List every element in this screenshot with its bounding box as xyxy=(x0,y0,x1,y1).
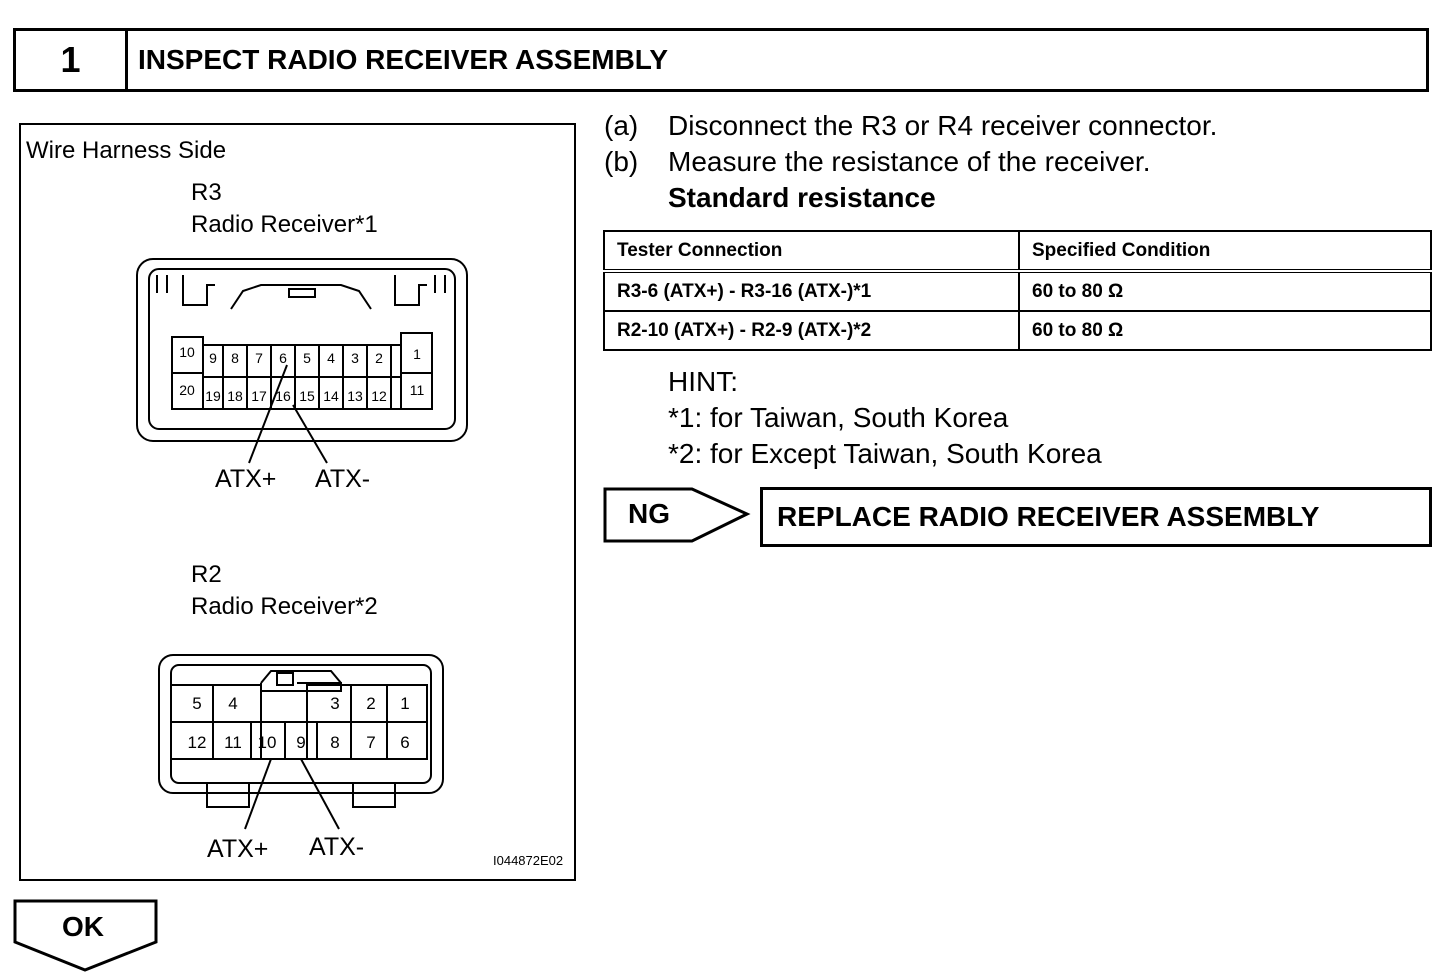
r2-pin-11: 11 xyxy=(224,733,242,752)
r3-pin-20: 20 xyxy=(179,382,195,398)
r2-pin-10: 10 xyxy=(258,733,277,752)
view-label: Wire Harness Side xyxy=(26,137,227,164)
table-header-cell: Specified Condition xyxy=(1018,230,1432,273)
table-header-row: Tester Connection Specified Condition xyxy=(603,230,1432,273)
standard-resistance-label: Standard resistance xyxy=(668,182,936,213)
r3-pin-5: 5 xyxy=(303,350,311,366)
r2-atx-minus-label: ATX- xyxy=(309,833,364,861)
r3-pin-13: 13 xyxy=(347,388,363,404)
step-number: 1 xyxy=(16,31,128,89)
ng-action-text: REPLACE RADIO RECEIVER ASSEMBLY xyxy=(777,501,1320,532)
r3-connector-outline xyxy=(136,258,468,464)
r3-pin-11: 11 xyxy=(410,382,425,398)
ng-label: NG xyxy=(628,498,670,529)
hint-note-2: *2: for Except Taiwan, South Korea xyxy=(668,438,1102,469)
r3-connector-label: R3 xyxy=(191,179,222,206)
r2-connector-label: R2 xyxy=(191,561,222,588)
r2-pin-2: 2 xyxy=(366,694,375,713)
r3-pin-8: 8 xyxy=(231,350,239,366)
ng-action-box: REPLACE RADIO RECEIVER ASSEMBLY xyxy=(760,487,1432,547)
connector-drawing: 10 9 8 7 6 5 4 3 2 1 20 19 18 17 16 15 1… xyxy=(136,258,563,868)
hint-note-1: *1: for Taiwan, South Korea xyxy=(668,402,1009,433)
ng-arrow xyxy=(603,487,751,543)
r3-pin-6: 6 xyxy=(279,350,287,366)
r2-pin-1: 1 xyxy=(400,694,409,713)
table-header-cell: Tester Connection xyxy=(603,230,1020,273)
hint-label: HINT: xyxy=(668,366,738,397)
r3-pin-3: 3 xyxy=(351,350,359,366)
instruction-a-text: Disconnect the R3 or R4 receiver connect… xyxy=(668,110,1218,141)
r2-pin-4: 4 xyxy=(228,694,237,713)
spec-table: Tester Connection Specified Condition R3… xyxy=(603,230,1432,351)
r3-pin-15: 15 xyxy=(299,388,315,404)
r3-pin-18: 18 xyxy=(227,388,243,404)
r3-atx-plus-label: ATX+ xyxy=(215,465,276,493)
r3-pin-4: 4 xyxy=(327,350,335,366)
r2-connector-name: Radio Receiver*2 xyxy=(191,593,378,620)
r3-pin-9: 9 xyxy=(209,350,217,366)
image-id: I044872E02 xyxy=(493,853,563,868)
step-header: 1 INSPECT RADIO RECEIVER ASSEMBLY xyxy=(13,28,1429,92)
table-cell: 60 to 80 Ω xyxy=(1018,270,1432,312)
r2-pin-9: 9 xyxy=(296,733,305,752)
connector-diagram: Wire Harness Side R3 Radio Receiver*1 R2… xyxy=(19,123,576,881)
r3-atx-minus-label: ATX- xyxy=(315,465,370,493)
r2-pin-12: 12 xyxy=(188,733,207,752)
r2-pin-7: 7 xyxy=(366,733,375,752)
r3-pin-12: 12 xyxy=(371,388,387,404)
r3-pin-17: 17 xyxy=(251,388,267,404)
instruction-a-marker: (a) xyxy=(604,110,639,141)
table-cell: R2-10 (ATX+) - R2-9 (ATX-)*2 xyxy=(603,310,1020,351)
ok-arrow xyxy=(13,899,158,972)
table-row: R2-10 (ATX+) - R2-9 (ATX-)*2 60 to 80 Ω xyxy=(603,310,1432,351)
table-row: R3-6 (ATX+) - R3-16 (ATX-)*1 60 to 80 Ω xyxy=(603,270,1432,312)
r2-atx-plus-label: ATX+ xyxy=(207,835,268,863)
r3-pin-1: 1 xyxy=(413,346,421,362)
r2-connector-outline xyxy=(158,654,444,830)
instruction-b-text: Measure the resistance of the receiver. xyxy=(668,146,1151,177)
r3-pin-14: 14 xyxy=(323,388,339,404)
table-cell: R3-6 (ATX+) - R3-16 (ATX-)*1 xyxy=(603,270,1020,312)
r2-pin-numbers: 5 4 3 2 1 12 11 10 9 8 7 6 xyxy=(188,694,410,752)
r3-connector-name: Radio Receiver*1 xyxy=(191,211,378,238)
r2-pin-6: 6 xyxy=(400,733,409,752)
r3-pin-10: 10 xyxy=(179,344,195,360)
instruction-b-marker: (b) xyxy=(604,146,639,177)
table-cell: 60 to 80 Ω xyxy=(1018,310,1432,351)
r3-pin-7: 7 xyxy=(255,350,263,366)
step-title: INSPECT RADIO RECEIVER ASSEMBLY xyxy=(138,44,669,75)
r2-pin-5: 5 xyxy=(192,694,201,713)
r2-pin-3: 3 xyxy=(330,694,339,713)
ok-label: OK xyxy=(62,911,104,942)
r3-pin-2: 2 xyxy=(375,350,383,366)
r3-pin-numbers: 10 9 8 7 6 5 4 3 2 1 20 19 18 17 16 15 1… xyxy=(179,344,424,404)
r2-pin-8: 8 xyxy=(330,733,339,752)
r3-pin-19: 19 xyxy=(205,388,221,404)
r3-pin-16: 16 xyxy=(275,388,291,404)
